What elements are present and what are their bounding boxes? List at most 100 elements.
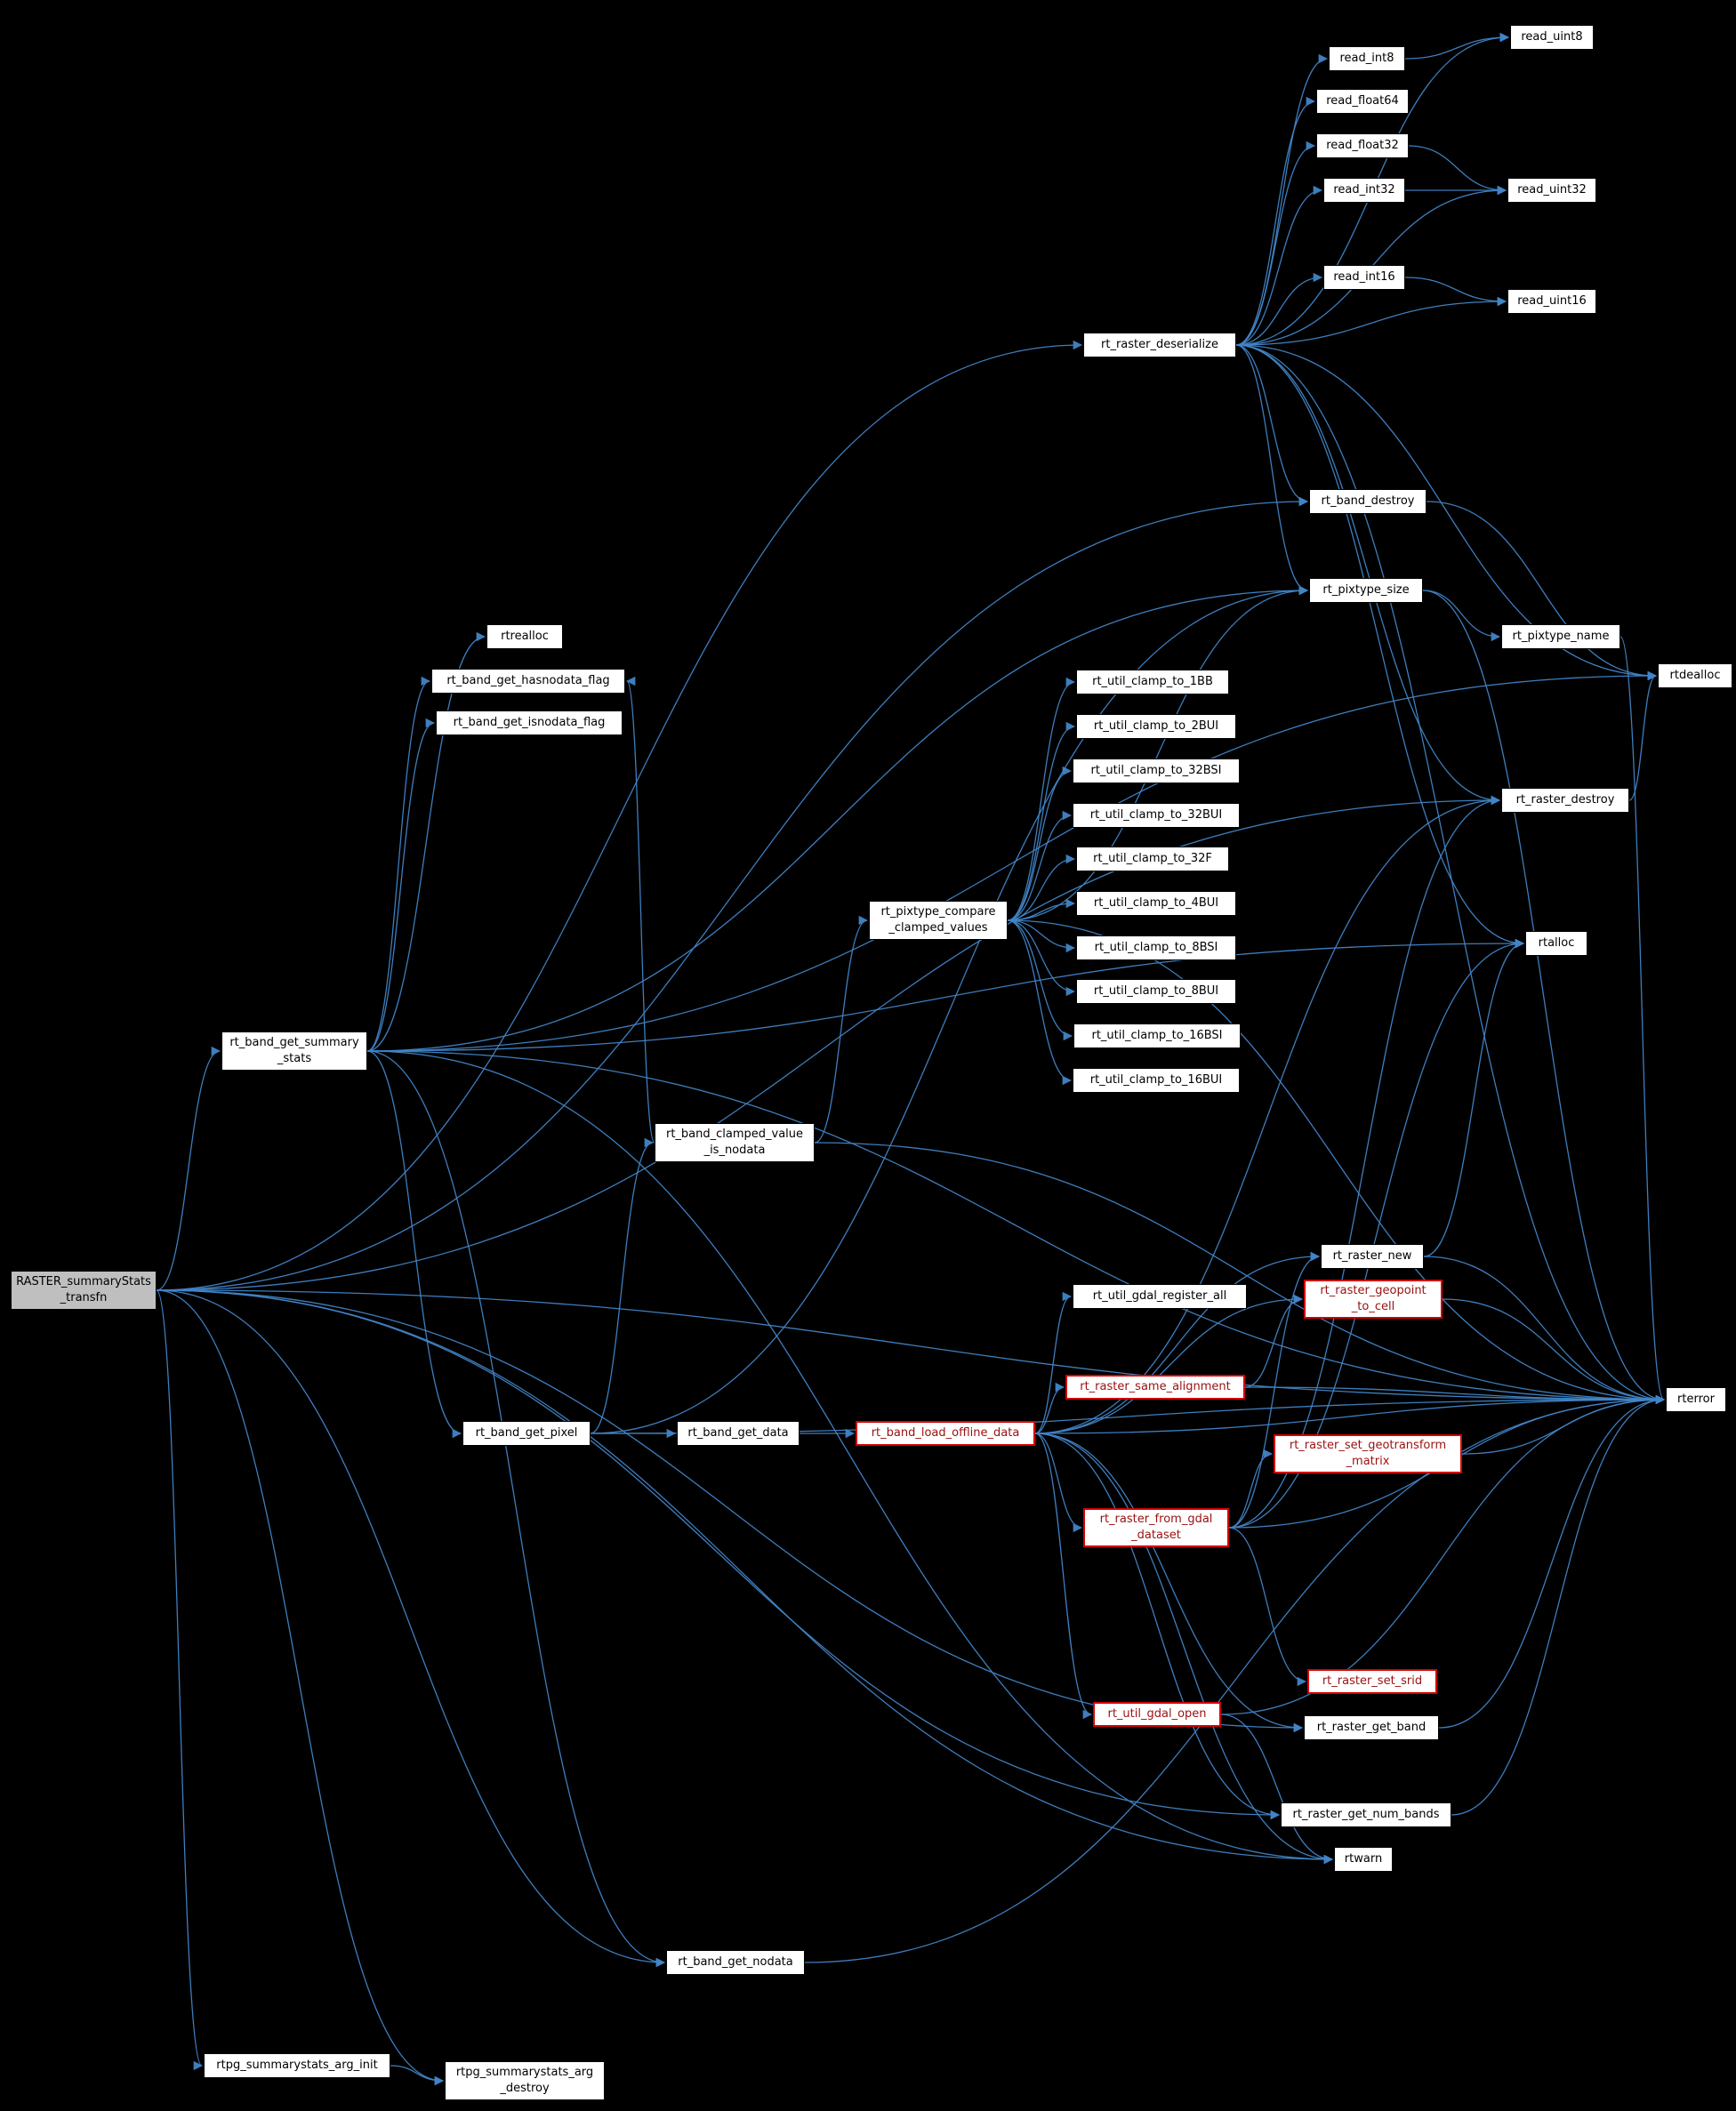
node-read_int8[interactable]: read_int8 — [1329, 46, 1405, 71]
node-label: rt_band_load_offline_data — [871, 1426, 1020, 1440]
node-label: _transfn — [60, 1291, 108, 1304]
node-rt_util_clamp_to_16BUI[interactable]: rt_util_clamp_to_16BUI — [1073, 1068, 1240, 1093]
node-read_float32[interactable]: read_float32 — [1316, 133, 1409, 158]
node-read_uint32[interactable]: read_uint32 — [1507, 178, 1596, 203]
node-read_int32[interactable]: read_int32 — [1323, 178, 1405, 203]
edge-rt_raster_deserialize-to-rterror — [1235, 344, 1666, 1405]
node-label: rt_util_clamp_to_16BUI — [1089, 1073, 1223, 1087]
node-rt_util_gdal_register_all[interactable]: rt_util_gdal_register_all — [1073, 1284, 1247, 1309]
node-label: rt_raster_set_srid — [1322, 1674, 1423, 1688]
node-rtpg_summarystats_arg_init[interactable]: rtpg_summarystats_arg_init — [204, 2053, 390, 2078]
node-rtwarn[interactable]: rtwarn — [1334, 1847, 1393, 1872]
edge-RASTER_summaryStats_transfn-to-rtpg_summarystats_arg_init — [156, 1289, 204, 2070]
edge-rt_raster_destroy-to-rtdealloc — [1628, 670, 1658, 801]
edge-rt_band_get_summary_stats-to-rt_band_get_isnodata_flag — [366, 718, 436, 1052]
node-label: rt_raster_get_num_bands — [1292, 1808, 1440, 1821]
edge-rt_pixtype_compare_clamped_values-to-rt_util_clamp_to_16BSI — [1007, 919, 1073, 1041]
edge-rt_raster_from_gdal_dataset-to-rtalloc — [1228, 938, 1525, 1529]
node-rt_util_gdal_open[interactable]: rt_util_gdal_open — [1093, 1702, 1221, 1727]
node-rt_raster_same_alignment[interactable]: rt_raster_same_alignment — [1065, 1375, 1245, 1400]
node-rt_util_clamp_to_32BSI[interactable]: rt_util_clamp_to_32BSI — [1073, 759, 1240, 783]
node-rt_util_clamp_to_4BUI[interactable]: rt_util_clamp_to_4BUI — [1076, 891, 1236, 916]
edge-rt_raster_deserialize-to-read_int16 — [1235, 272, 1323, 346]
node-rt_raster_destroy[interactable]: rt_raster_destroy — [1501, 788, 1629, 813]
node-label: rt_pixtype_name — [1512, 630, 1610, 643]
node-rt_pixtype_compare_clamped_values[interactable]: rt_pixtype_compare_clamped_values — [869, 901, 1008, 940]
edge-rt_band_get_summary_stats-to-rterror — [366, 1050, 1666, 1405]
node-rt_util_clamp_to_16BSI[interactable]: rt_util_clamp_to_16BSI — [1073, 1023, 1241, 1048]
node-label: rt_band_get_nodata — [678, 1955, 793, 1969]
edge-rt_raster_deserialize-to-read_uint16 — [1235, 296, 1507, 346]
edge-rt_raster_same_alignment-to-rterror — [1244, 1386, 1666, 1405]
edge-rt_pixtype_name-to-rterror — [1619, 636, 1666, 1404]
node-rt_raster_geopoint_to_cell[interactable]: rt_raster_geopoint_to_cell — [1304, 1280, 1443, 1319]
node-label: rtrealloc — [501, 630, 549, 643]
edge-rt_pixtype_compare_clamped_values-to-rt_util_clamp_to_16BUI — [1007, 919, 1073, 1086]
node-rt_band_get_isnodata_flag[interactable]: rt_band_get_isnodata_flag — [436, 710, 623, 735]
edge-rt_band_get_summary_stats-to-rtrealloc — [366, 631, 486, 1052]
node-rt_raster_from_gdal_dataset[interactable]: rt_raster_from_gdal_dataset — [1083, 1508, 1229, 1547]
edge-rt_raster_geopoint_to_cell-to-rterror — [1442, 1298, 1666, 1405]
edge-rt_band_load_offline_data-to-rt_util_gdal_open — [1034, 1433, 1093, 1720]
edge-rt_pixtype_compare_clamped_values-to-rt_util_clamp_to_32BUI — [1007, 810, 1073, 921]
edge-RASTER_summaryStats_transfn-to-rt_band_get_nodata — [156, 1289, 666, 1968]
edge-rt_pixtype_size-to-rt_pixtype_name — [1422, 590, 1501, 642]
node-label: read_int32 — [1333, 183, 1395, 197]
node-rtrealloc[interactable]: rtrealloc — [486, 624, 563, 649]
node-rt_util_clamp_to_2BUI[interactable]: rt_util_clamp_to_2BUI — [1076, 714, 1236, 739]
node-rterror[interactable]: rterror — [1666, 1387, 1726, 1412]
edge-rt_band_load_offline_data-to-rt_raster_get_band — [1034, 1433, 1304, 1733]
node-label: read_uint8 — [1521, 30, 1583, 44]
node-rt_band_destroy[interactable]: rt_band_destroy — [1309, 489, 1427, 514]
edge-rt_band_load_offline_data-to-rt_raster_from_gdal_dataset — [1034, 1433, 1083, 1533]
node-rt_band_get_hasnodata_flag[interactable]: rt_band_get_hasnodata_flag — [431, 669, 625, 694]
node-rt_band_get_nodata[interactable]: rt_band_get_nodata — [666, 1950, 805, 1975]
node-rt_band_load_offline_data[interactable]: rt_band_load_offline_data — [856, 1421, 1035, 1446]
edge-rt_raster_deserialize-to-rtdealloc — [1235, 344, 1658, 681]
node-rt_pixtype_size[interactable]: rt_pixtype_size — [1309, 578, 1423, 603]
node-label: rt_pixtype_size — [1322, 583, 1410, 597]
node-rt_raster_set_geotransform_matrix[interactable]: rt_raster_set_geotransform_matrix — [1274, 1434, 1462, 1473]
node-rtdealloc[interactable]: rtdealloc — [1658, 663, 1732, 688]
node-label: rt_raster_same_alignment — [1080, 1380, 1231, 1393]
node-label: rt_util_gdal_open — [1107, 1707, 1207, 1721]
node-label: rt_util_clamp_to_8BSI — [1094, 941, 1218, 954]
node-label: rt_band_get_summary — [229, 1036, 359, 1049]
node-rt_util_clamp_to_1BB[interactable]: rt_util_clamp_to_1BB — [1076, 670, 1229, 694]
node-rt_pixtype_name[interactable]: rt_pixtype_name — [1501, 624, 1620, 649]
node-label: rtpg_summarystats_arg_init — [216, 2059, 378, 2072]
node-label: rt_raster_geopoint — [1320, 1284, 1427, 1297]
edge-read_float32-to-read_uint32 — [1408, 145, 1507, 196]
edge-rt_util_gdal_open-to-rterror — [1220, 1394, 1666, 1715]
node-rt_band_get_pixel[interactable]: rt_band_get_pixel — [462, 1421, 591, 1446]
node-rt_band_get_data[interactable]: rt_band_get_data — [677, 1421, 800, 1446]
node-rt_raster_get_band[interactable]: rt_raster_get_band — [1304, 1715, 1439, 1740]
node-label: _clamped_values — [888, 921, 988, 935]
node-read_uint8[interactable]: read_uint8 — [1510, 25, 1594, 50]
node-RASTER_summaryStats_transfn: RASTER_summaryStats_transfn — [11, 1271, 157, 1310]
node-rt_raster_get_num_bands[interactable]: rt_raster_get_num_bands — [1281, 1802, 1451, 1827]
node-rtalloc[interactable]: rtalloc — [1525, 931, 1587, 956]
edge-rt_raster_deserialize-to-rtalloc — [1235, 344, 1525, 949]
edge-rt_pixtype_compare_clamped_values-to-rt_pixtype_size — [1007, 585, 1309, 921]
node-read_int16[interactable]: read_int16 — [1323, 265, 1405, 290]
node-rt_util_clamp_to_32F[interactable]: rt_util_clamp_to_32F — [1076, 847, 1229, 871]
node-label: rtdealloc — [1669, 669, 1721, 682]
node-rt_util_clamp_to_8BSI[interactable]: rt_util_clamp_to_8BSI — [1076, 935, 1236, 960]
node-rt_raster_set_srid[interactable]: rt_raster_set_srid — [1307, 1669, 1437, 1694]
node-label: read_int8 — [1339, 52, 1394, 65]
node-rt_util_clamp_to_32BUI[interactable]: rt_util_clamp_to_32BUI — [1073, 803, 1240, 828]
node-label: _is_nodata — [703, 1144, 766, 1157]
node-rt_band_clamped_value_is_nodata[interactable]: rt_band_clamped_value_is_nodata — [655, 1123, 815, 1162]
node-read_float64[interactable]: read_float64 — [1316, 89, 1409, 114]
node-label: rterror — [1677, 1393, 1715, 1406]
edge-rt_raster_from_gdal_dataset-to-rt_raster_new — [1228, 1251, 1321, 1529]
node-rt_raster_deserialize[interactable]: rt_raster_deserialize — [1083, 333, 1236, 357]
node-rt_raster_new[interactable]: rt_raster_new — [1321, 1244, 1424, 1269]
node-label: rt_band_get_isnodata_flag — [453, 716, 606, 729]
node-rt_band_get_summary_stats[interactable]: rt_band_get_summary_stats — [221, 1031, 367, 1071]
node-label: rt_band_get_data — [687, 1426, 789, 1440]
node-rt_util_clamp_to_8BUI[interactable]: rt_util_clamp_to_8BUI — [1076, 979, 1236, 1004]
node-rtpg_summarystats_arg_destroy[interactable]: rtpg_summarystats_arg_destroy — [445, 2061, 605, 2100]
node-read_uint16[interactable]: read_uint16 — [1507, 289, 1596, 314]
